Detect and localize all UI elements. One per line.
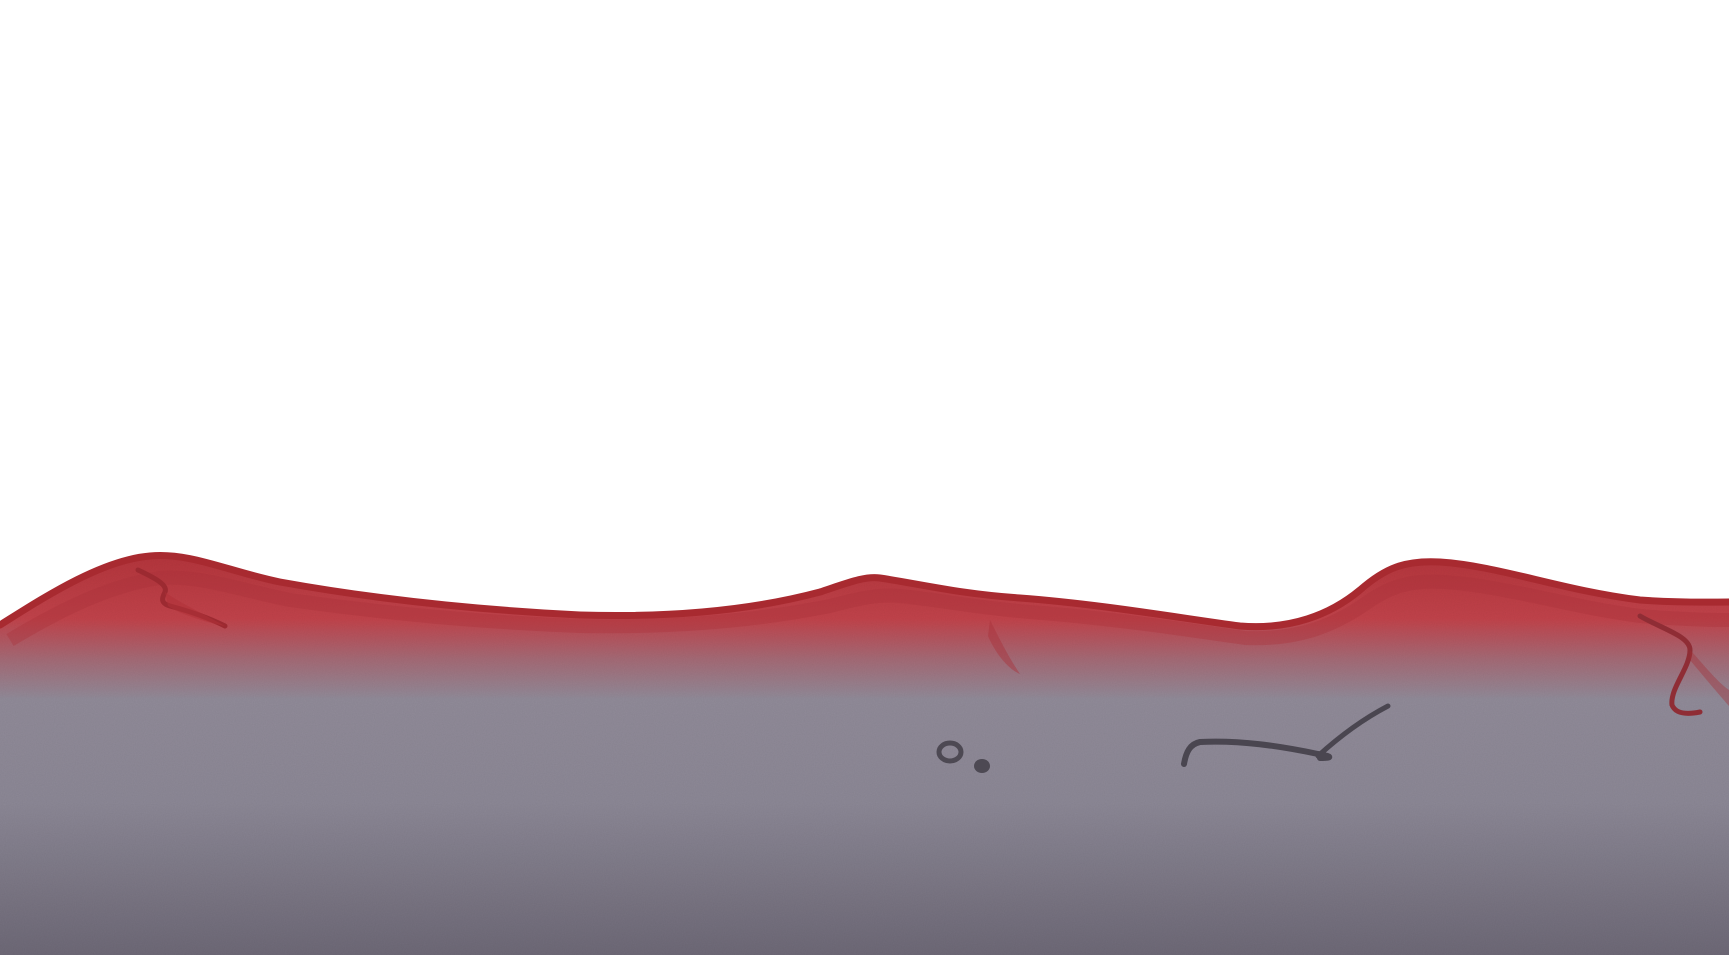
terrain-texture: [0, 555, 1729, 955]
crack-icon: [1181, 738, 1333, 767]
terrain-outline: [0, 551, 1729, 631]
pebbles-icon: [936, 740, 990, 773]
crust-shadow-middle: [988, 620, 1020, 674]
left-crack-icon: [135, 567, 228, 629]
crust-band: [6, 570, 1729, 647]
edge-crack-icon: [1637, 613, 1729, 716]
crack-icon-tail: [1315, 703, 1391, 759]
